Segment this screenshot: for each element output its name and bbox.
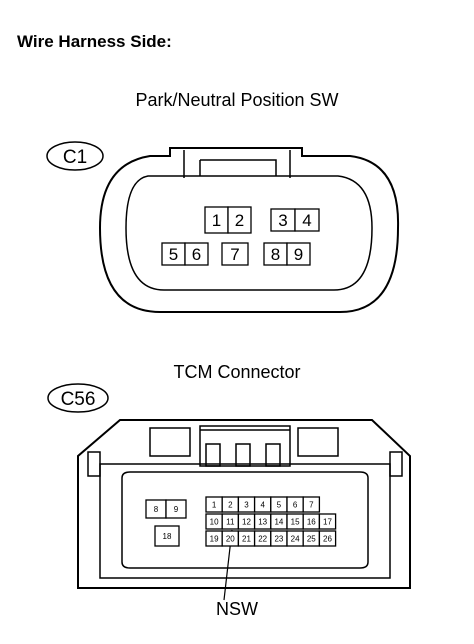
svg-text:4: 4 bbox=[302, 211, 311, 230]
nsw-lead-label: NSW bbox=[216, 599, 258, 619]
svg-text:15: 15 bbox=[291, 517, 300, 526]
svg-text:16: 16 bbox=[307, 517, 316, 526]
c56-pin-4: 4 bbox=[253, 496, 272, 513]
connector-c56-title: TCM Connector bbox=[173, 362, 301, 382]
c56-pin-10: 10 bbox=[205, 513, 223, 530]
c56-pin-area bbox=[121, 471, 369, 569]
svg-text:4: 4 bbox=[260, 500, 265, 509]
page-heading: Wire Harness Side: bbox=[17, 32, 172, 51]
c56-pin-23: 23 bbox=[270, 530, 288, 547]
svg-text:6: 6 bbox=[293, 500, 298, 509]
c56-side-latches bbox=[87, 451, 403, 477]
svg-text:1: 1 bbox=[212, 500, 217, 509]
svg-text:13: 13 bbox=[258, 517, 267, 526]
svg-text:22: 22 bbox=[258, 534, 267, 543]
c56-pin-25: 25 bbox=[302, 530, 321, 547]
c1-pin-8: 8 bbox=[263, 242, 288, 266]
c56-pin-11: 11 bbox=[221, 513, 240, 530]
c1-pin-2: 2 bbox=[227, 206, 252, 234]
c56-pin-16: 16 bbox=[302, 513, 321, 530]
c56-pin-7: 7 bbox=[302, 496, 321, 513]
c56-pin-12: 12 bbox=[237, 513, 256, 530]
c56-housing-inner bbox=[99, 463, 391, 579]
c56-pin-26: 26 bbox=[318, 530, 337, 547]
svg-text:25: 25 bbox=[307, 534, 316, 543]
c56-pin-9: 9 bbox=[165, 499, 187, 519]
c56-top-tabs bbox=[149, 425, 339, 467]
c56-pin-3: 3 bbox=[237, 496, 256, 513]
svg-text:20: 20 bbox=[226, 534, 235, 543]
svg-text:5: 5 bbox=[169, 245, 178, 264]
c1-code: C1 bbox=[63, 147, 87, 168]
svg-text:3: 3 bbox=[244, 500, 249, 509]
svg-text:21: 21 bbox=[242, 534, 251, 543]
svg-text:24: 24 bbox=[291, 534, 300, 543]
svg-text:2: 2 bbox=[235, 211, 244, 230]
svg-text:17: 17 bbox=[323, 517, 332, 526]
c56-pin-15: 15 bbox=[286, 513, 304, 530]
c56-pin-20: 20 bbox=[221, 530, 240, 547]
c56-pin-24: 24 bbox=[286, 530, 304, 547]
c1-pin-4: 4 bbox=[294, 208, 320, 232]
c56-pin-21: 21 bbox=[237, 530, 256, 547]
svg-text:12: 12 bbox=[242, 517, 251, 526]
svg-text:26: 26 bbox=[323, 534, 332, 543]
svg-text:5: 5 bbox=[277, 500, 282, 509]
svg-text:2: 2 bbox=[228, 500, 233, 509]
c1-pin-7: 7 bbox=[221, 242, 249, 266]
c1-housing-outer bbox=[98, 147, 400, 313]
svg-text:14: 14 bbox=[274, 517, 283, 526]
c56-pin-22: 22 bbox=[253, 530, 272, 547]
c56-pin-17: 17 bbox=[318, 513, 337, 530]
c1-pin-1: 1 bbox=[204, 206, 229, 234]
svg-text:23: 23 bbox=[274, 534, 283, 543]
svg-text:9: 9 bbox=[174, 505, 179, 514]
c56-pin-2: 2 bbox=[221, 496, 240, 513]
svg-text:7: 7 bbox=[309, 500, 314, 509]
c1-housing-inner bbox=[125, 175, 373, 291]
c56-pin-19: 19 bbox=[205, 530, 223, 547]
svg-text:7: 7 bbox=[230, 245, 239, 264]
svg-text:3: 3 bbox=[278, 211, 287, 230]
c56-pin-5: 5 bbox=[270, 496, 288, 513]
c56-code: C56 bbox=[61, 389, 96, 410]
svg-text:1: 1 bbox=[212, 211, 221, 230]
svg-text:9: 9 bbox=[294, 245, 303, 264]
c56-code-badge: C56 bbox=[47, 383, 109, 413]
c56-pin-6: 6 bbox=[286, 496, 304, 513]
svg-text:8: 8 bbox=[154, 505, 159, 514]
c1-latch bbox=[183, 150, 291, 178]
svg-text:10: 10 bbox=[210, 517, 219, 526]
svg-text:8: 8 bbox=[271, 245, 280, 264]
svg-text:6: 6 bbox=[192, 245, 201, 264]
c56-housing-outer bbox=[77, 419, 411, 589]
svg-text:19: 19 bbox=[210, 534, 219, 543]
connector-c1-title: Park/Neutral Position SW bbox=[135, 90, 339, 110]
c56-pin-8: 8 bbox=[145, 499, 167, 519]
c56-pin-14: 14 bbox=[270, 513, 288, 530]
svg-text:18: 18 bbox=[163, 532, 172, 541]
svg-text:11: 11 bbox=[226, 517, 235, 526]
c1-code-badge: C1 bbox=[46, 141, 104, 171]
c1-pin-6: 6 bbox=[184, 242, 209, 266]
c56-pin-1: 1 bbox=[205, 496, 223, 513]
c56-pin-13: 13 bbox=[253, 513, 272, 530]
c1-pin-9: 9 bbox=[286, 242, 311, 266]
c56-pin-18: 18 bbox=[154, 525, 180, 547]
